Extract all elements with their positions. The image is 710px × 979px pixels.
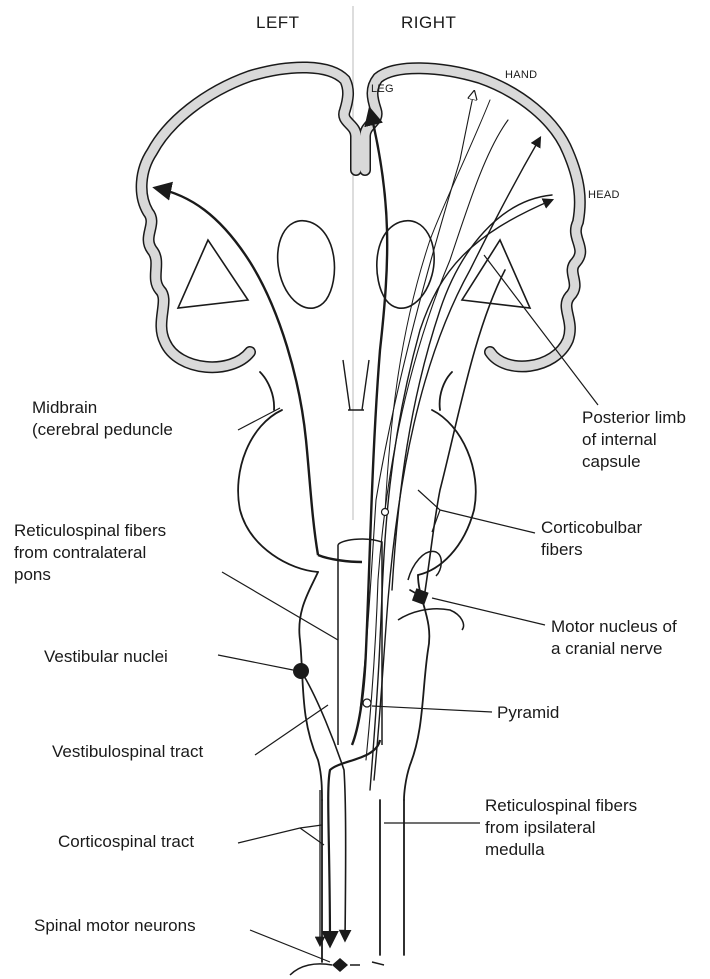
motor-nucleus-label: Motor nucleus of a cranial nerve xyxy=(551,616,677,660)
posterior-limb-label: Posterior limb of internal capsule xyxy=(582,407,686,472)
reticulospinal-ipsilateral-label: Reticulospinal fibers from ipsilateral m… xyxy=(485,795,637,860)
right-side-label: RIGHT xyxy=(401,12,456,34)
hand-label: HAND xyxy=(505,68,537,82)
right-insula xyxy=(462,240,530,308)
pyramid-open-dot xyxy=(363,699,371,707)
leg-label: LEG xyxy=(371,82,394,96)
vestibular-nucleus-dot xyxy=(293,663,309,679)
corticospinal-label: Corticospinal tract xyxy=(58,831,194,853)
midbrain-label: Midbrain (cerebral peduncle xyxy=(32,397,173,441)
vestibulospinal-label: Vestibulospinal tract xyxy=(52,741,203,763)
pyramid-label: Pyramid xyxy=(497,702,559,724)
vestibular-nuclei-label: Vestibular nuclei xyxy=(44,646,168,668)
corticobulbar-open-dot xyxy=(382,509,389,516)
third-ventricle xyxy=(343,360,369,410)
left-insula xyxy=(178,240,248,308)
corticobulbar-label: Corticobulbar fibers xyxy=(541,517,642,561)
corticospinal-tract-line xyxy=(328,740,380,945)
brainstem-outline xyxy=(238,372,476,962)
left-lateral-ventricle xyxy=(278,221,335,308)
spinal-motor-neuron-body xyxy=(332,958,348,972)
left-side-label: LEFT xyxy=(256,12,300,34)
cranial-nerve-root xyxy=(398,551,464,630)
corticobulbar-tracts xyxy=(360,92,552,790)
motor-nucleus-square xyxy=(412,588,429,605)
vestibulospinal-tract-line xyxy=(304,676,346,940)
reticulospinal-contralateral-label: Reticulospinal fibers from contralateral… xyxy=(14,520,166,585)
spinal-motor-neurons-label: Spinal motor neurons xyxy=(34,915,196,937)
head-label: HEAD xyxy=(588,188,620,202)
